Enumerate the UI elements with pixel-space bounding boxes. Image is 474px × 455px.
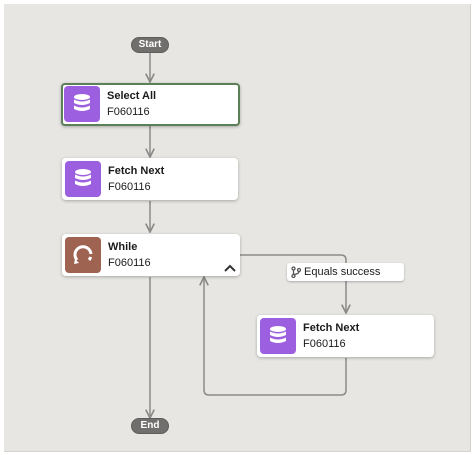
database-icon <box>65 161 101 197</box>
node-title: While <box>108 241 138 253</box>
flow-canvas[interactable] <box>4 4 471 452</box>
node-title: Select All <box>107 90 157 102</box>
node-subtitle: F060116 <box>303 338 346 350</box>
node-subtitle: F060116 <box>108 181 151 193</box>
fetch-next-node-loop[interactable]: Fetch Next F060116 <box>257 315 434 357</box>
collapse-chevron-icon[interactable] <box>224 263 236 273</box>
branch-icon <box>291 266 301 278</box>
while-node[interactable]: While F060116 <box>62 234 240 276</box>
end-label: End <box>140 420 160 431</box>
node-subtitle: F060116 <box>107 106 150 118</box>
fetch-next-node[interactable]: Fetch Next F060116 <box>62 158 238 200</box>
start-label: Start <box>138 39 162 50</box>
database-icon <box>260 318 296 354</box>
node-subtitle: F060116 <box>108 257 151 269</box>
connector-loop-back <box>204 277 347 396</box>
connector-while-branch <box>240 254 347 263</box>
end-node[interactable]: End <box>131 418 169 434</box>
database-icon <box>64 86 100 122</box>
node-title: Fetch Next <box>108 165 165 177</box>
condition-label[interactable]: Equals success <box>287 263 404 281</box>
start-node[interactable]: Start <box>131 37 169 53</box>
node-title: Fetch Next <box>303 322 360 334</box>
select-all-node[interactable]: Select All F060116 <box>61 83 240 126</box>
loop-icon <box>65 237 101 273</box>
condition-text: Equals success <box>304 266 381 278</box>
